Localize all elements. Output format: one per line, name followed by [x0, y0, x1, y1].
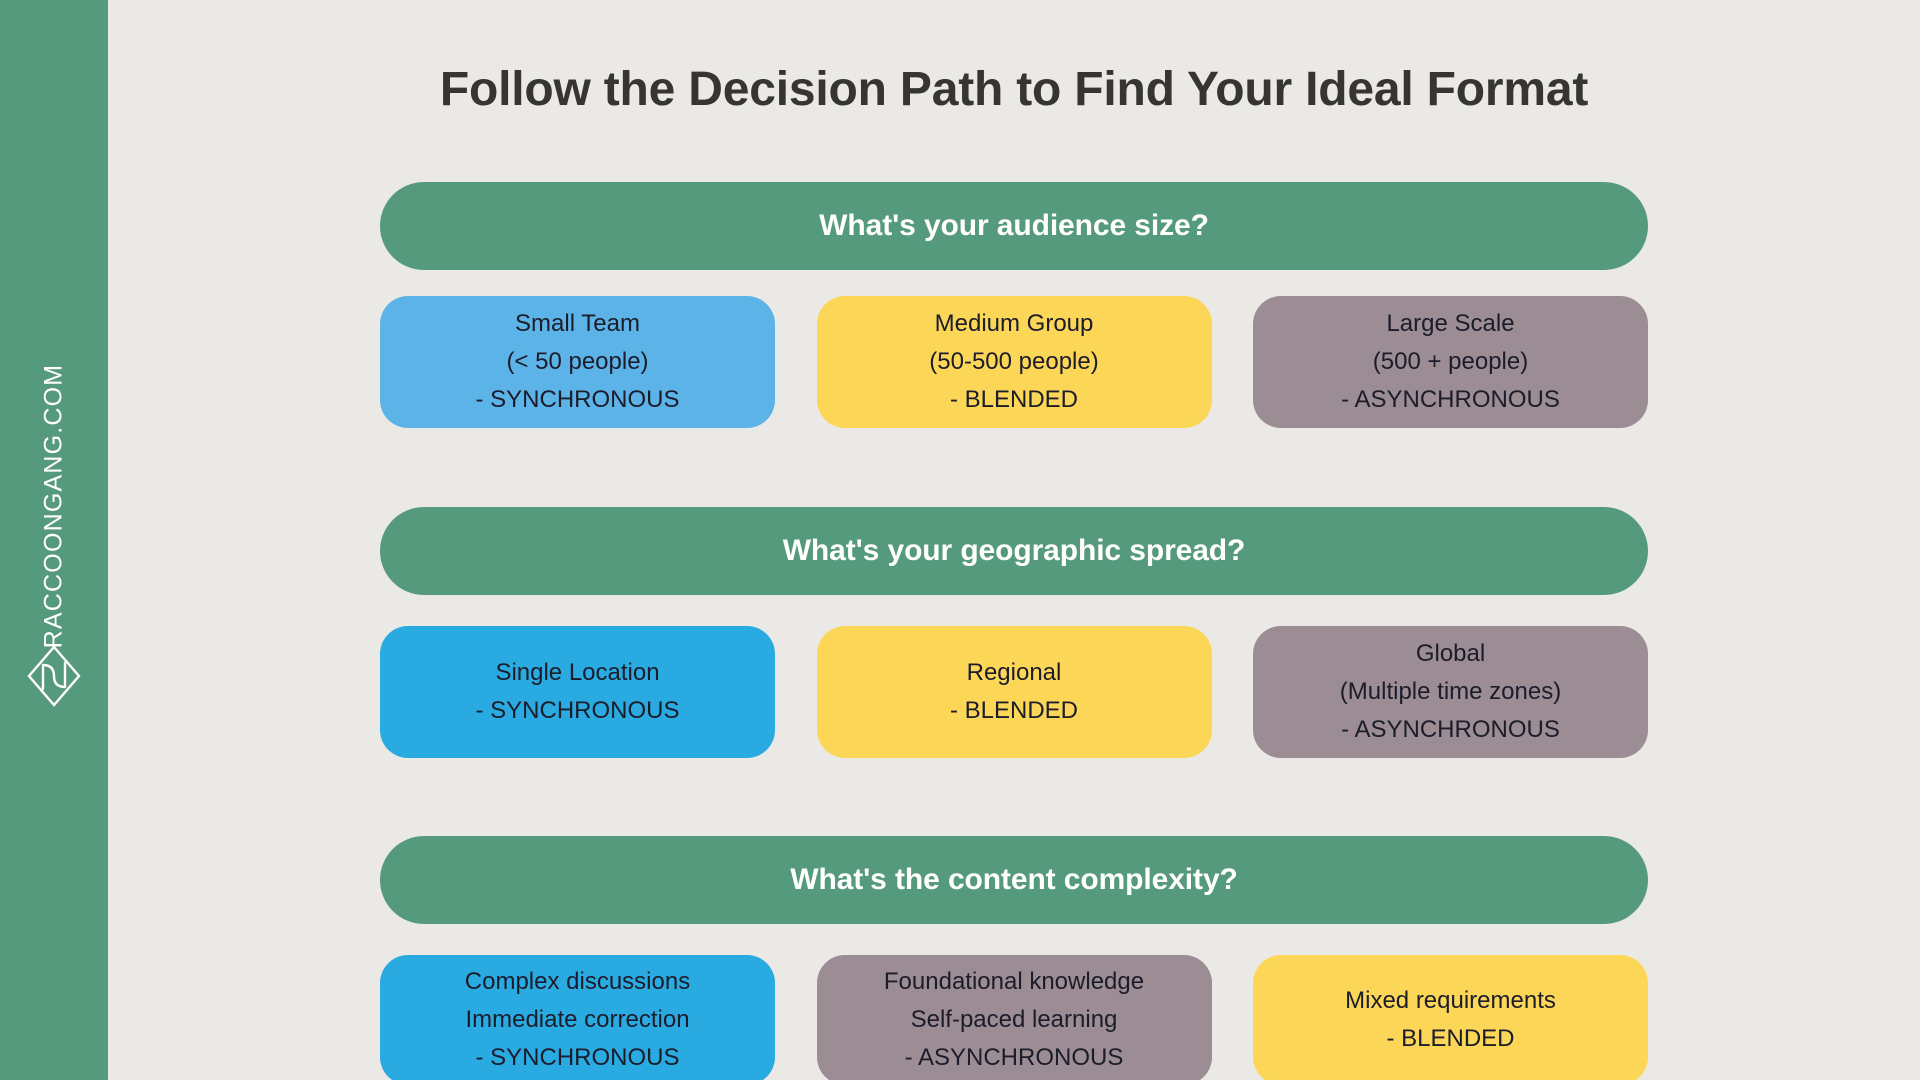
- option-line: (< 50 people): [506, 348, 649, 375]
- option-card-large-scale[interactable]: Large Scale (500 + people) - ASYNCHRONOU…: [1253, 296, 1648, 428]
- brand-rail: RACCOONGANG.COM: [0, 0, 108, 1080]
- option-line: - ASYNCHRONOUS: [904, 1044, 1124, 1071]
- option-line: Foundational knowledge: [883, 968, 1145, 995]
- question-banner-1: What's your audience size?: [380, 182, 1648, 270]
- option-card-regional[interactable]: Regional - BLENDED: [816, 626, 1212, 758]
- question-banner-3: What's the content complexity?: [380, 836, 1648, 924]
- option-line: Self-paced learning: [910, 1006, 1118, 1033]
- option-card-medium-group[interactable]: Medium Group (50-500 people) - BLENDED: [816, 296, 1212, 428]
- option-line: (Multiple time zones): [1339, 678, 1562, 705]
- option-card-global[interactable]: Global (Multiple time zones) - ASYNCHRON…: [1253, 626, 1648, 758]
- option-row-1: Small Team (< 50 people) - SYNCHRONOUS M…: [380, 296, 1648, 428]
- option-line: (50-500 people): [929, 348, 1099, 375]
- option-line: Complex discussions: [464, 968, 691, 995]
- option-row-3: Complex discussions Immediate correction…: [380, 955, 1648, 1080]
- decision-flow: What's your audience size? Small Team (<…: [108, 182, 1920, 1080]
- option-line: Medium Group: [934, 310, 1094, 337]
- option-line: (500 + people): [1372, 348, 1529, 375]
- option-row-2: Single Location - SYNCHRONOUS Regional -…: [380, 626, 1648, 758]
- option-line: Single Location: [495, 659, 660, 686]
- option-line: - SYNCHRONOUS: [475, 697, 680, 724]
- option-card-complex-discussions[interactable]: Complex discussions Immediate correction…: [380, 955, 775, 1080]
- option-line: - SYNCHRONOUS: [475, 1044, 680, 1071]
- option-line: - BLENDED: [1386, 1025, 1515, 1052]
- option-line: - ASYNCHRONOUS: [1341, 386, 1560, 413]
- option-line: Regional: [966, 659, 1062, 686]
- option-card-mixed-requirements[interactable]: Mixed requirements - BLENDED: [1253, 955, 1648, 1080]
- page-title: Follow the Decision Path to Find Your Id…: [439, 63, 1589, 116]
- option-line: - SYNCHRONOUS: [475, 386, 680, 413]
- option-line: Small Team: [515, 310, 640, 337]
- option-card-single-location[interactable]: Single Location - SYNCHRONOUS: [380, 626, 775, 758]
- option-card-small-team[interactable]: Small Team (< 50 people) - SYNCHRONOUS: [380, 296, 775, 428]
- option-line: Global: [1415, 640, 1486, 667]
- slide-stage: Follow the Decision Path to Find Your Id…: [108, 0, 1920, 1080]
- brand-rail-text: RACCOONGANG.COM: [39, 363, 68, 649]
- option-line: Immediate correction: [465, 1006, 690, 1033]
- option-line: - BLENDED: [949, 386, 1079, 413]
- option-card-foundational-knowledge[interactable]: Foundational knowledge Self-paced learni…: [816, 955, 1212, 1080]
- option-line: - ASYNCHRONOUS: [1341, 716, 1560, 743]
- diamond-logo-icon: [27, 645, 81, 707]
- option-line: Large Scale: [1386, 310, 1515, 337]
- option-line: Mixed requirements: [1345, 987, 1556, 1014]
- question-banner-2: What's your geographic spread?: [380, 507, 1648, 595]
- option-line: - BLENDED: [949, 697, 1079, 724]
